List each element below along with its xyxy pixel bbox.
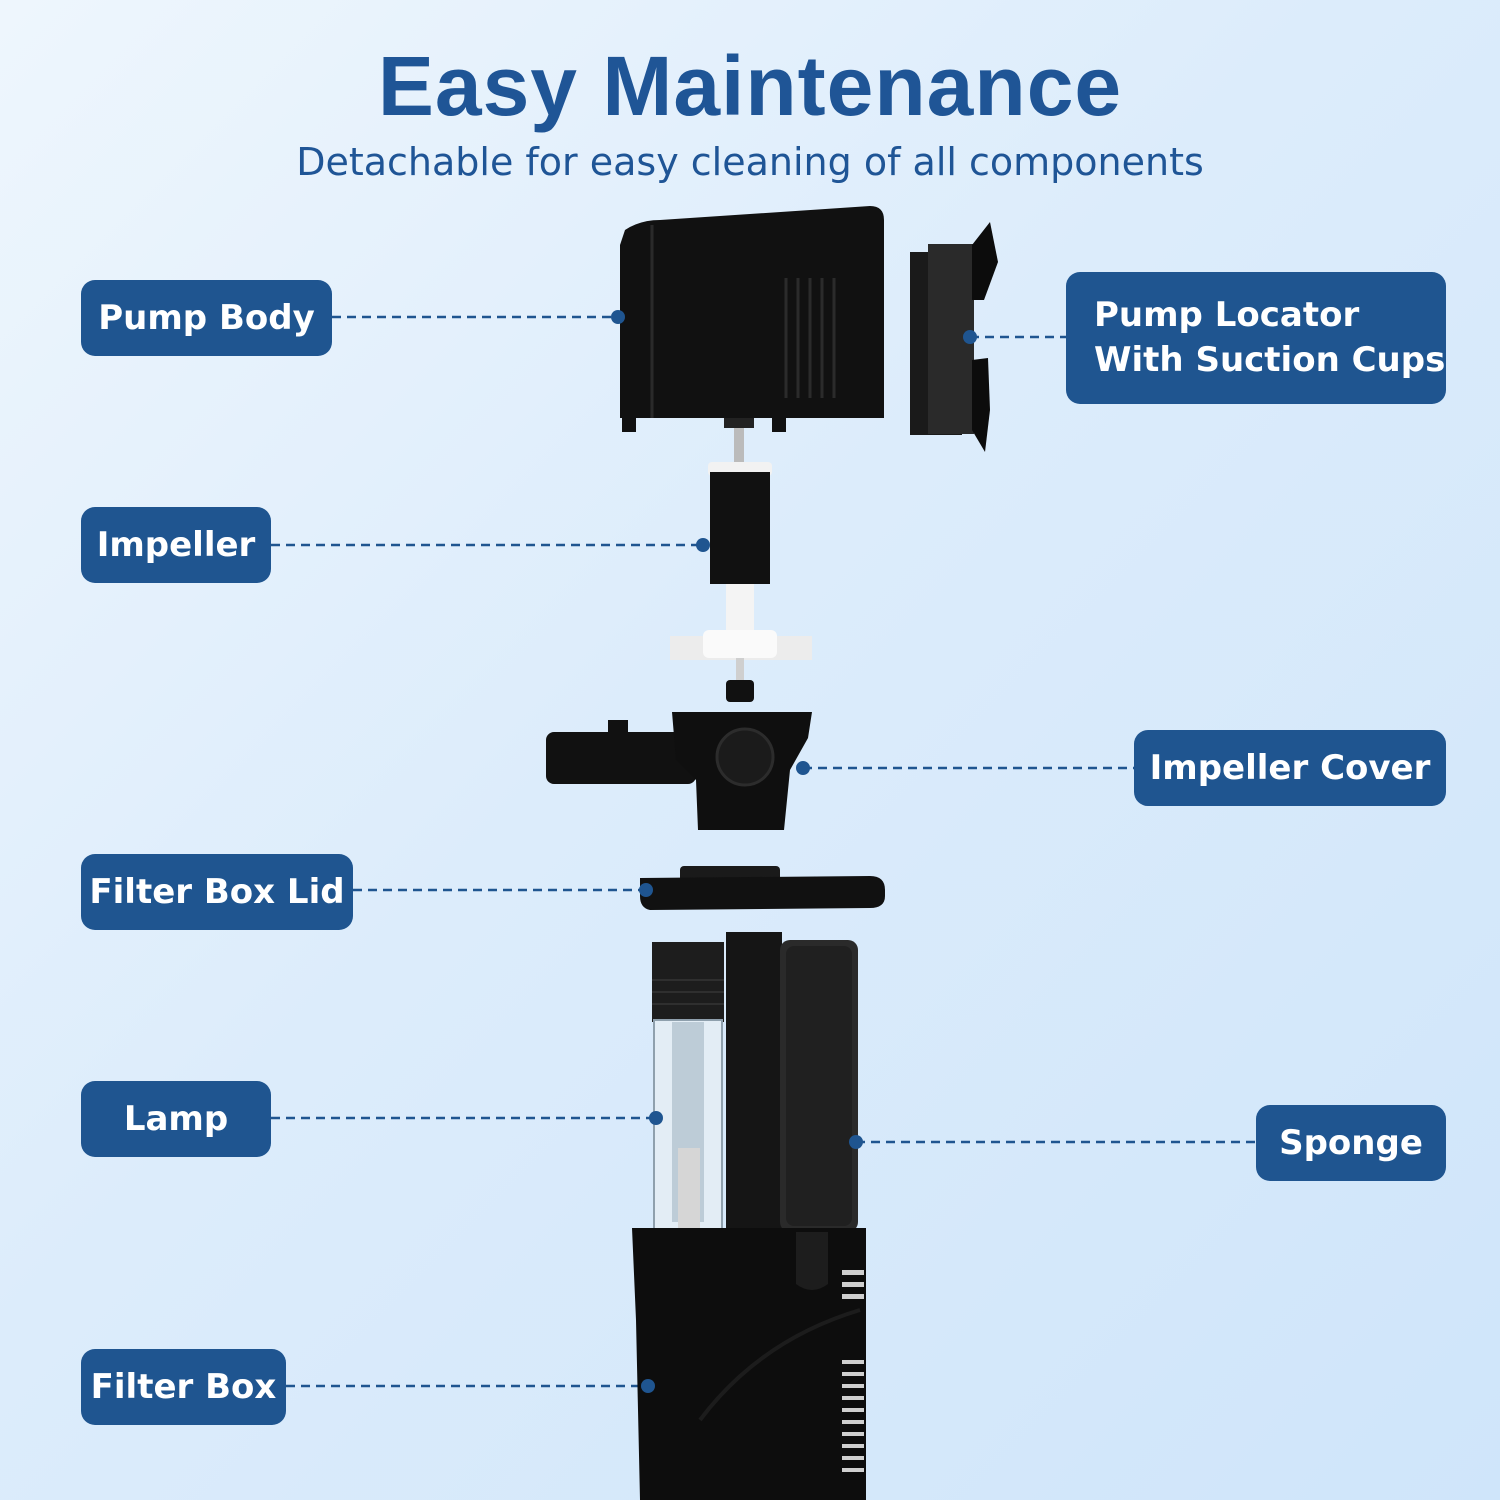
lamp-part <box>652 942 724 1231</box>
label-filter-box-lid: Filter Box Lid <box>81 854 353 930</box>
dot-pump-locator <box>963 330 977 344</box>
page-subtitle: Detachable for easy cleaning of all comp… <box>296 140 1204 184</box>
dot-filter-box-lid <box>639 883 653 897</box>
label-impeller-text: Impeller <box>96 525 256 565</box>
filter-box-part <box>632 1228 866 1500</box>
label-pump-locator-line2: With Suction Cups <box>1094 340 1446 380</box>
label-pump-locator: Pump Locator With Suction Cups <box>1066 272 1446 404</box>
pump-locator-part <box>910 222 998 452</box>
label-sponge: Sponge <box>1256 1105 1446 1181</box>
label-impeller: Impeller <box>81 507 271 583</box>
label-lamp-text: Lamp <box>123 1099 229 1139</box>
dot-filter-box <box>641 1379 655 1393</box>
dot-impeller-cover <box>796 761 810 775</box>
label-lamp: Lamp <box>81 1081 271 1157</box>
page-title: Easy Maintenance <box>377 39 1123 133</box>
filter-box-lid-part <box>640 866 885 910</box>
dot-impeller <box>696 538 710 552</box>
anchor-dots <box>611 310 977 1393</box>
leader-lines <box>271 315 1256 1388</box>
label-impeller-cover: Impeller Cover <box>1134 730 1446 806</box>
sponge-part <box>726 932 858 1232</box>
dot-lamp <box>649 1111 663 1125</box>
pump-body-part <box>620 206 884 468</box>
label-filter-box-lid-text: Filter Box Lid <box>89 872 345 912</box>
label-filter-box-text: Filter Box <box>90 1367 277 1407</box>
label-filter-box: Filter Box <box>81 1349 286 1425</box>
impeller-part <box>670 462 812 702</box>
dot-sponge <box>849 1135 863 1149</box>
label-pump-body-text: Pump Body <box>98 298 315 338</box>
label-pump-locator-line1: Pump Locator <box>1094 295 1360 335</box>
dot-pump-body <box>611 310 625 324</box>
label-sponge-text: Sponge <box>1279 1123 1423 1163</box>
impeller-cover-part <box>546 712 812 830</box>
label-impeller-cover-text: Impeller Cover <box>1149 748 1431 788</box>
label-pump-body: Pump Body <box>81 280 332 356</box>
